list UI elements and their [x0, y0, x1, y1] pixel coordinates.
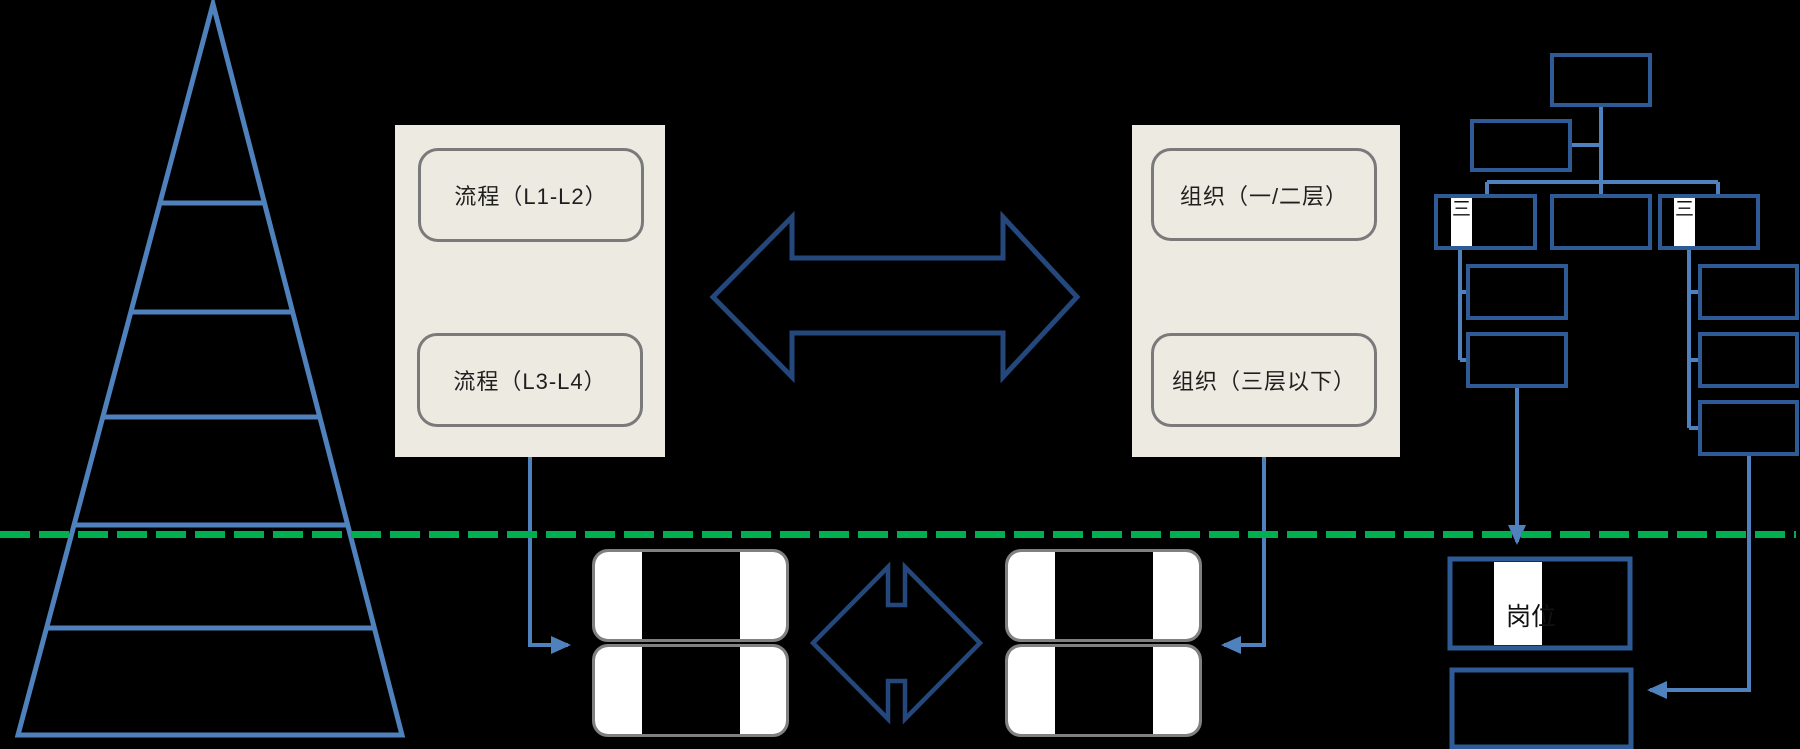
pyramid: [14, 0, 406, 738]
green-dashed-divider: [0, 531, 1796, 538]
matrix-stripe: [740, 552, 786, 639]
org-level3-label: 组织（三层以下）: [1171, 369, 1356, 394]
org-box-sub-right-2: [1698, 332, 1799, 388]
org-level12-label: 组织（一/二层）: [1179, 183, 1349, 209]
process-l3-l4-label: 流程（L3-L4）: [453, 369, 607, 394]
bottom-box: [1449, 667, 1634, 749]
matrix-stripe: [1153, 647, 1199, 734]
org-box-sub-right-3: [1698, 400, 1799, 456]
process-l3-l4-box: 流程（L3-L4）: [417, 333, 643, 427]
org-box-dept-middle: [1550, 194, 1652, 250]
org-level12-box: 组织（一/二层）: [1151, 148, 1377, 241]
process-l1-l2-box: 流程（L1-L2）: [418, 148, 644, 242]
org-dept-right-stripe: 三: [1674, 198, 1695, 246]
position-label-stripe: [1494, 562, 1542, 645]
matrix-stripe: [1008, 552, 1055, 639]
arrow-orgchart-to-bottom-box: [1647, 454, 1751, 699]
matrix-cell-icon: [1005, 549, 1202, 642]
org-dept-left-stripe-text: 三: [1451, 199, 1471, 220]
process-l1-l2-label: 流程（L1-L2）: [454, 184, 608, 209]
arrow-process-to-matrix: [528, 428, 571, 654]
org-box-dept-left: [1434, 194, 1537, 250]
org-level3-box: 组织（三层以下）: [1151, 333, 1377, 427]
matrix-cell-icon: [592, 644, 789, 737]
org-box-root: [1550, 53, 1652, 107]
org-box-staff: [1470, 119, 1572, 172]
matrix-stripe: [1153, 552, 1199, 639]
org-box-sub-left-2: [1466, 332, 1568, 388]
small-double-arrow: [809, 561, 984, 725]
org-dept-left-stripe: 三: [1451, 198, 1472, 246]
arrow-org-to-matrix: [1221, 428, 1266, 654]
org-box-sub-right-1: [1698, 264, 1799, 320]
pyramid-outline: [14, 0, 406, 738]
matrix-stripe: [1008, 647, 1055, 734]
big-double-arrow: [709, 210, 1081, 384]
matrix-stripe: [595, 647, 642, 734]
bottom-right-boxes: [1447, 556, 1634, 749]
position-box: [1447, 556, 1633, 651]
org-box-dept-right: [1658, 194, 1760, 250]
matrix-cell-icon: [1005, 644, 1202, 737]
org-chart-boxes: [1434, 53, 1799, 456]
org-panel: 组织（一/二层） 组织（三层以下）: [1132, 125, 1400, 457]
matrix-cell-icon: [592, 549, 789, 642]
org-dept-right-stripe-text: 三: [1674, 199, 1694, 220]
matrix-stripe: [740, 647, 786, 734]
org-box-sub-left-1: [1466, 264, 1568, 320]
matrix-stripe: [595, 552, 642, 639]
position-box-label: 岗位: [1506, 603, 1557, 631]
process-panel: 流程（L1-L2） 流程（L3-L4）: [395, 125, 665, 457]
